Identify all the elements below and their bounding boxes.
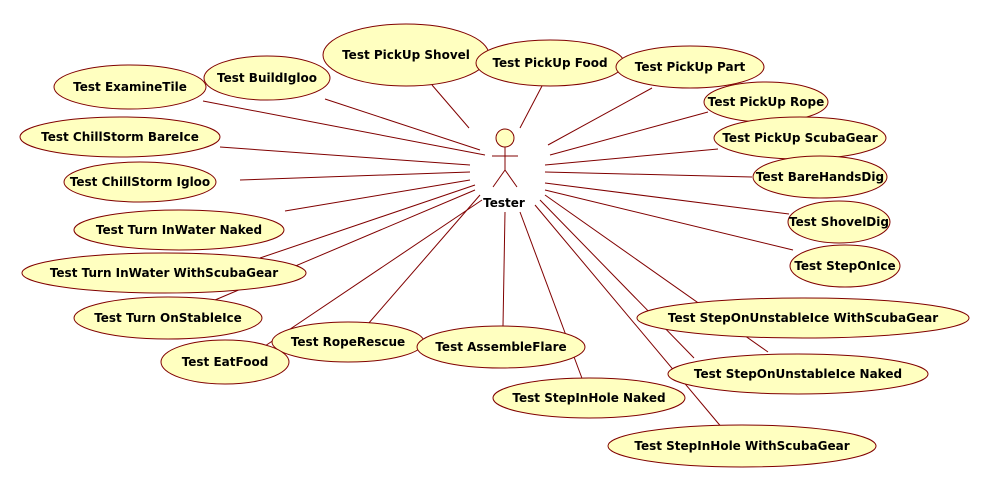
use-case-pickup-rope[interactable]: Test PickUp Rope [703,81,829,123]
use-case-step-unstableice-scubagear[interactable]: Test StepOnUnstableIce WithScubaGear [636,297,970,339]
use-case-step-inhole-naked[interactable]: Test StepInHole Naked [492,377,686,419]
association-line [239,171,471,181]
use-case-label: Test PickUp Food [492,56,607,70]
tester-actor[interactable]: Tester [483,128,525,210]
associations [202,84,794,430]
actor-label: Tester [483,196,525,210]
use-case-pickup-scubagear[interactable]: Test PickUp ScubaGear [713,116,887,160]
use-case-assemble-flare[interactable]: Test AssembleFlare [416,325,586,369]
association-line [544,189,794,251]
use-case-build-igloo[interactable]: Test BuildIgloo [203,55,331,101]
use-case-label: Test BareHandsDig [756,170,884,184]
association-line [284,179,471,212]
use-case-ellipse [416,325,586,369]
actor-right-leg [504,169,518,188]
use-case-ellipse [636,297,970,339]
use-case-examine-tile[interactable]: Test ExamineTile [53,64,207,110]
association-line [544,182,790,215]
use-case-step-inhole-scubagear[interactable]: Test StepInHole WithScubaGear [607,424,877,468]
use-case-label: Test StepOnUnstableIce WithScubaGear [668,311,938,325]
use-case-turn-onstableice[interactable]: Test Turn OnStableIce [73,296,263,340]
use-case-pickup-shovel[interactable]: Test PickUp Shovel [322,23,490,87]
use-case-label: Test Turn InWater WithScubaGear [50,266,278,280]
association-line [549,111,709,156]
use-case-pickup-part[interactable]: Test PickUp Part [615,45,765,89]
use-case-ellipse [607,424,877,468]
association-line [324,98,481,151]
use-case-ellipse [21,252,307,294]
use-case-step-unstableice-naked[interactable]: Test StepOnUnstableIce Naked [667,353,929,395]
use-case-chillstorm-igloo[interactable]: Test ChillStorm Igloo [63,161,217,203]
use-case-ellipse [160,339,290,385]
use-case-label: Test AssembleFlare [435,340,566,354]
use-case-ellipse [73,209,285,251]
use-case-label: Test PickUp Rope [708,95,825,109]
use-case-ellipse [53,64,207,110]
use-case-label: Test Turn InWater Naked [96,223,262,237]
use-case-ellipse [73,296,263,340]
use-case-ellipse [615,45,765,89]
association-line [261,199,483,349]
use-case-turn-inwater-naked[interactable]: Test Turn InWater Naked [73,209,285,251]
use-case-label: Test ShovelDig [789,215,889,229]
association-line [519,85,543,129]
association-line [539,199,695,359]
use-case-label: Test Turn OnStableIce [94,311,242,325]
use-case-ellipse [787,200,891,244]
association-line [431,84,470,129]
association-line [219,146,471,166]
use-case-ellipse [19,116,221,158]
use-case-label: Test PickUp ScubaGear [722,131,877,145]
use-case-label: Test StepInHole Naked [512,391,665,405]
use-case-ellipse [789,244,901,288]
use-case-chillstorm-bareice[interactable]: Test ChillStorm BareIce [19,116,221,158]
association-line [534,204,724,430]
use-case-ellipse [667,353,929,395]
use-case-label: Test StepOnIce [794,259,895,273]
use-case-label: Test ChillStorm BareIce [41,130,199,144]
use-case-pickup-food[interactable]: Test PickUp Food [475,39,625,87]
use-case-rope-rescue[interactable]: Test RopeRescue [271,321,425,363]
use-case-shovel-dig[interactable]: Test ShovelDig [787,200,891,244]
use-case-eat-food[interactable]: Test EatFood [160,339,290,385]
use-case-step-on-ice[interactable]: Test StepOnIce [789,244,901,288]
use-case-label: Test BuildIgloo [217,71,317,85]
association-line [544,171,753,178]
use-case-ellipse [752,155,888,199]
use-case-label: Test PickUp Shovel [342,48,470,62]
use-case-ellipse [63,161,217,203]
association-line [502,211,506,327]
use-case-ellipse [203,55,331,101]
association-line [259,184,476,259]
actor-left-leg [492,169,506,188]
use-case-ellipse [492,377,686,419]
actor-head [495,128,515,148]
association-line [367,194,481,325]
use-case-label: Test EatFood [182,355,269,369]
use-case-label: Test ExamineTile [73,80,187,94]
association-line [547,87,653,146]
use-case-label: Test RopeRescue [291,335,405,349]
use-case-label: Test StepOnUnstableIce Naked [694,367,902,381]
use-case-barehands-dig[interactable]: Test BareHandsDig [752,155,888,199]
use-case-label: Test PickUp Part [635,60,746,74]
association-line [202,100,486,156]
use-case-label: Test ChillStorm Igloo [70,175,210,189]
use-case-turn-inwater-scubagear[interactable]: Test Turn InWater WithScubaGear [21,252,307,294]
association-line [544,148,719,166]
use-case-label: Test StepInHole WithScubaGear [634,439,849,453]
